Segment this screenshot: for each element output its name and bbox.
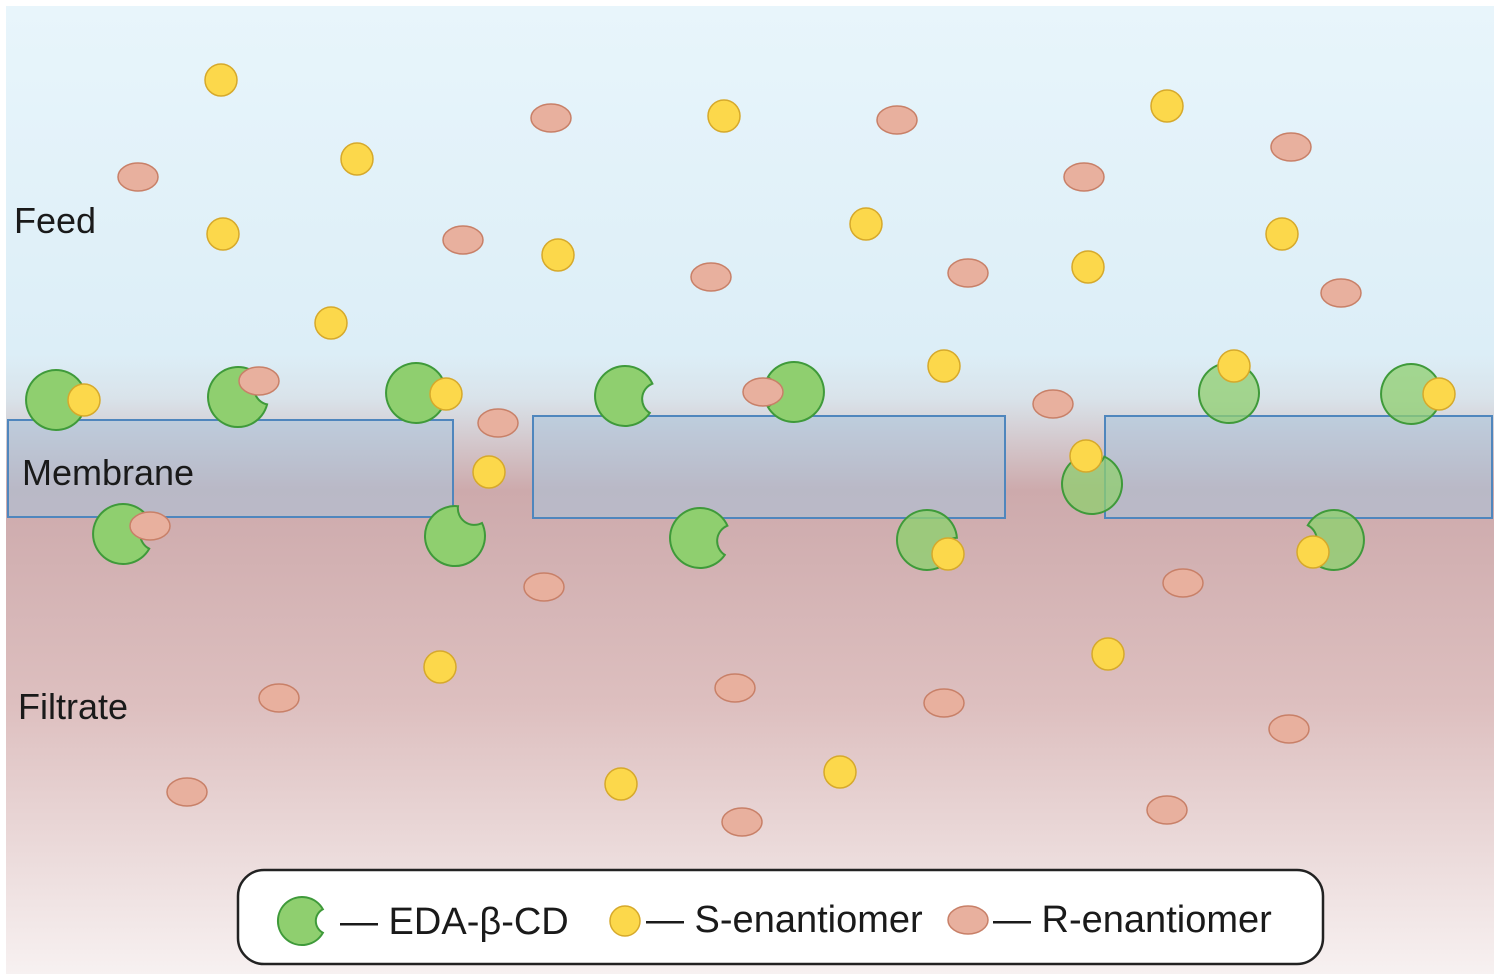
r-enantiomer-ellipse-icon xyxy=(117,162,159,192)
r-enantiomer-ellipse-icon xyxy=(523,572,565,602)
filtrate-label: Filtrate xyxy=(18,686,128,727)
s-enantiomer-circle-icon xyxy=(604,767,638,801)
cyclodextrin-crescent-icon xyxy=(594,365,654,427)
r-enantiomer-ellipse-icon xyxy=(1063,162,1105,192)
cyclodextrin-crescent-icon xyxy=(277,896,325,946)
s-enantiomer-circle-icon xyxy=(206,217,240,251)
r-enantiomer-ellipse-icon xyxy=(1268,714,1310,744)
r-enantiomer-ellipse-icon xyxy=(721,807,763,837)
r-enantiomer-ellipse-icon xyxy=(947,258,989,288)
s-enantiomer-circle-icon xyxy=(1091,637,1125,671)
membrane-slab xyxy=(7,419,454,518)
s-enantiomer-circle-icon xyxy=(541,238,575,272)
r-enantiomer-ellipse-icon xyxy=(690,262,732,292)
membrane-slabs xyxy=(7,415,1493,519)
r-enantiomer-ellipse-icon xyxy=(1270,132,1312,162)
s-enantiomer-circle-icon xyxy=(314,306,348,340)
r-enantiomer-ellipse-icon xyxy=(530,103,572,133)
s-enantiomer-circle-icon xyxy=(67,383,101,417)
r-enantiomer-ellipse-icon xyxy=(1320,278,1362,308)
r-enantiomer-ellipse-icon xyxy=(477,408,519,438)
r-enantiomer-ellipse-icon xyxy=(923,688,965,718)
r-enantiomer-ellipse-icon xyxy=(1146,795,1188,825)
r-enantiomer-ellipse-icon xyxy=(742,377,784,407)
r-enantiomer-ellipse-icon xyxy=(238,366,280,396)
r-enantiomer-ellipse-icon xyxy=(1162,568,1204,598)
s-enantiomer-circle-icon xyxy=(1217,349,1251,383)
feed-label: Feed xyxy=(14,200,96,241)
s-enantiomer-circle-icon xyxy=(823,755,857,789)
s-enantiomer-circle-icon xyxy=(1150,89,1184,123)
s-enantiomer-circle-icon xyxy=(472,455,506,489)
legend-box xyxy=(236,868,1325,966)
particles xyxy=(25,63,1456,837)
legend-label-cd: — EDA-β-CD xyxy=(340,901,569,943)
r-enantiomer-ellipse-icon xyxy=(876,105,918,135)
s-enantiomer-circle-icon xyxy=(429,377,463,411)
r-enantiomer-ellipse-icon xyxy=(947,905,989,935)
s-enantiomer-circle-icon xyxy=(1296,535,1330,569)
membrane-label: Membrane xyxy=(22,452,194,493)
s-enantiomer-circle-icon xyxy=(927,349,961,383)
r-enantiomer-ellipse-icon xyxy=(166,777,208,807)
legend-label-s: — S-enantiomer xyxy=(646,899,923,941)
s-enantiomer-circle-icon xyxy=(609,905,641,937)
s-enantiomer-circle-icon xyxy=(423,650,457,684)
s-enantiomer-circle-icon xyxy=(707,99,741,133)
s-enantiomer-circle-icon xyxy=(1265,217,1299,251)
s-enantiomer-circle-icon xyxy=(931,537,965,571)
s-enantiomer-circle-icon xyxy=(340,142,374,176)
s-enantiomer-circle-icon xyxy=(204,63,238,97)
s-enantiomer-circle-icon xyxy=(1422,377,1456,411)
r-enantiomer-ellipse-icon xyxy=(714,673,756,703)
r-enantiomer-ellipse-icon xyxy=(258,683,300,713)
membrane-slab xyxy=(1104,415,1493,519)
s-enantiomer-circle-icon xyxy=(849,207,883,241)
s-enantiomer-circle-icon xyxy=(1069,439,1103,473)
s-enantiomer-circle-icon xyxy=(1071,250,1105,284)
r-enantiomer-ellipse-icon xyxy=(129,511,171,541)
legend: — EDA-β-CD — S-enantiomer — R-enantiomer xyxy=(236,868,1325,966)
cyclodextrin-crescent-icon xyxy=(423,505,486,567)
r-enantiomer-ellipse-icon xyxy=(442,225,484,255)
legend-label-r: — R-enantiomer xyxy=(993,899,1272,941)
membrane-slab xyxy=(532,415,1006,519)
r-enantiomer-ellipse-icon xyxy=(1032,389,1074,419)
cyclodextrin-crescent-icon xyxy=(669,507,729,569)
